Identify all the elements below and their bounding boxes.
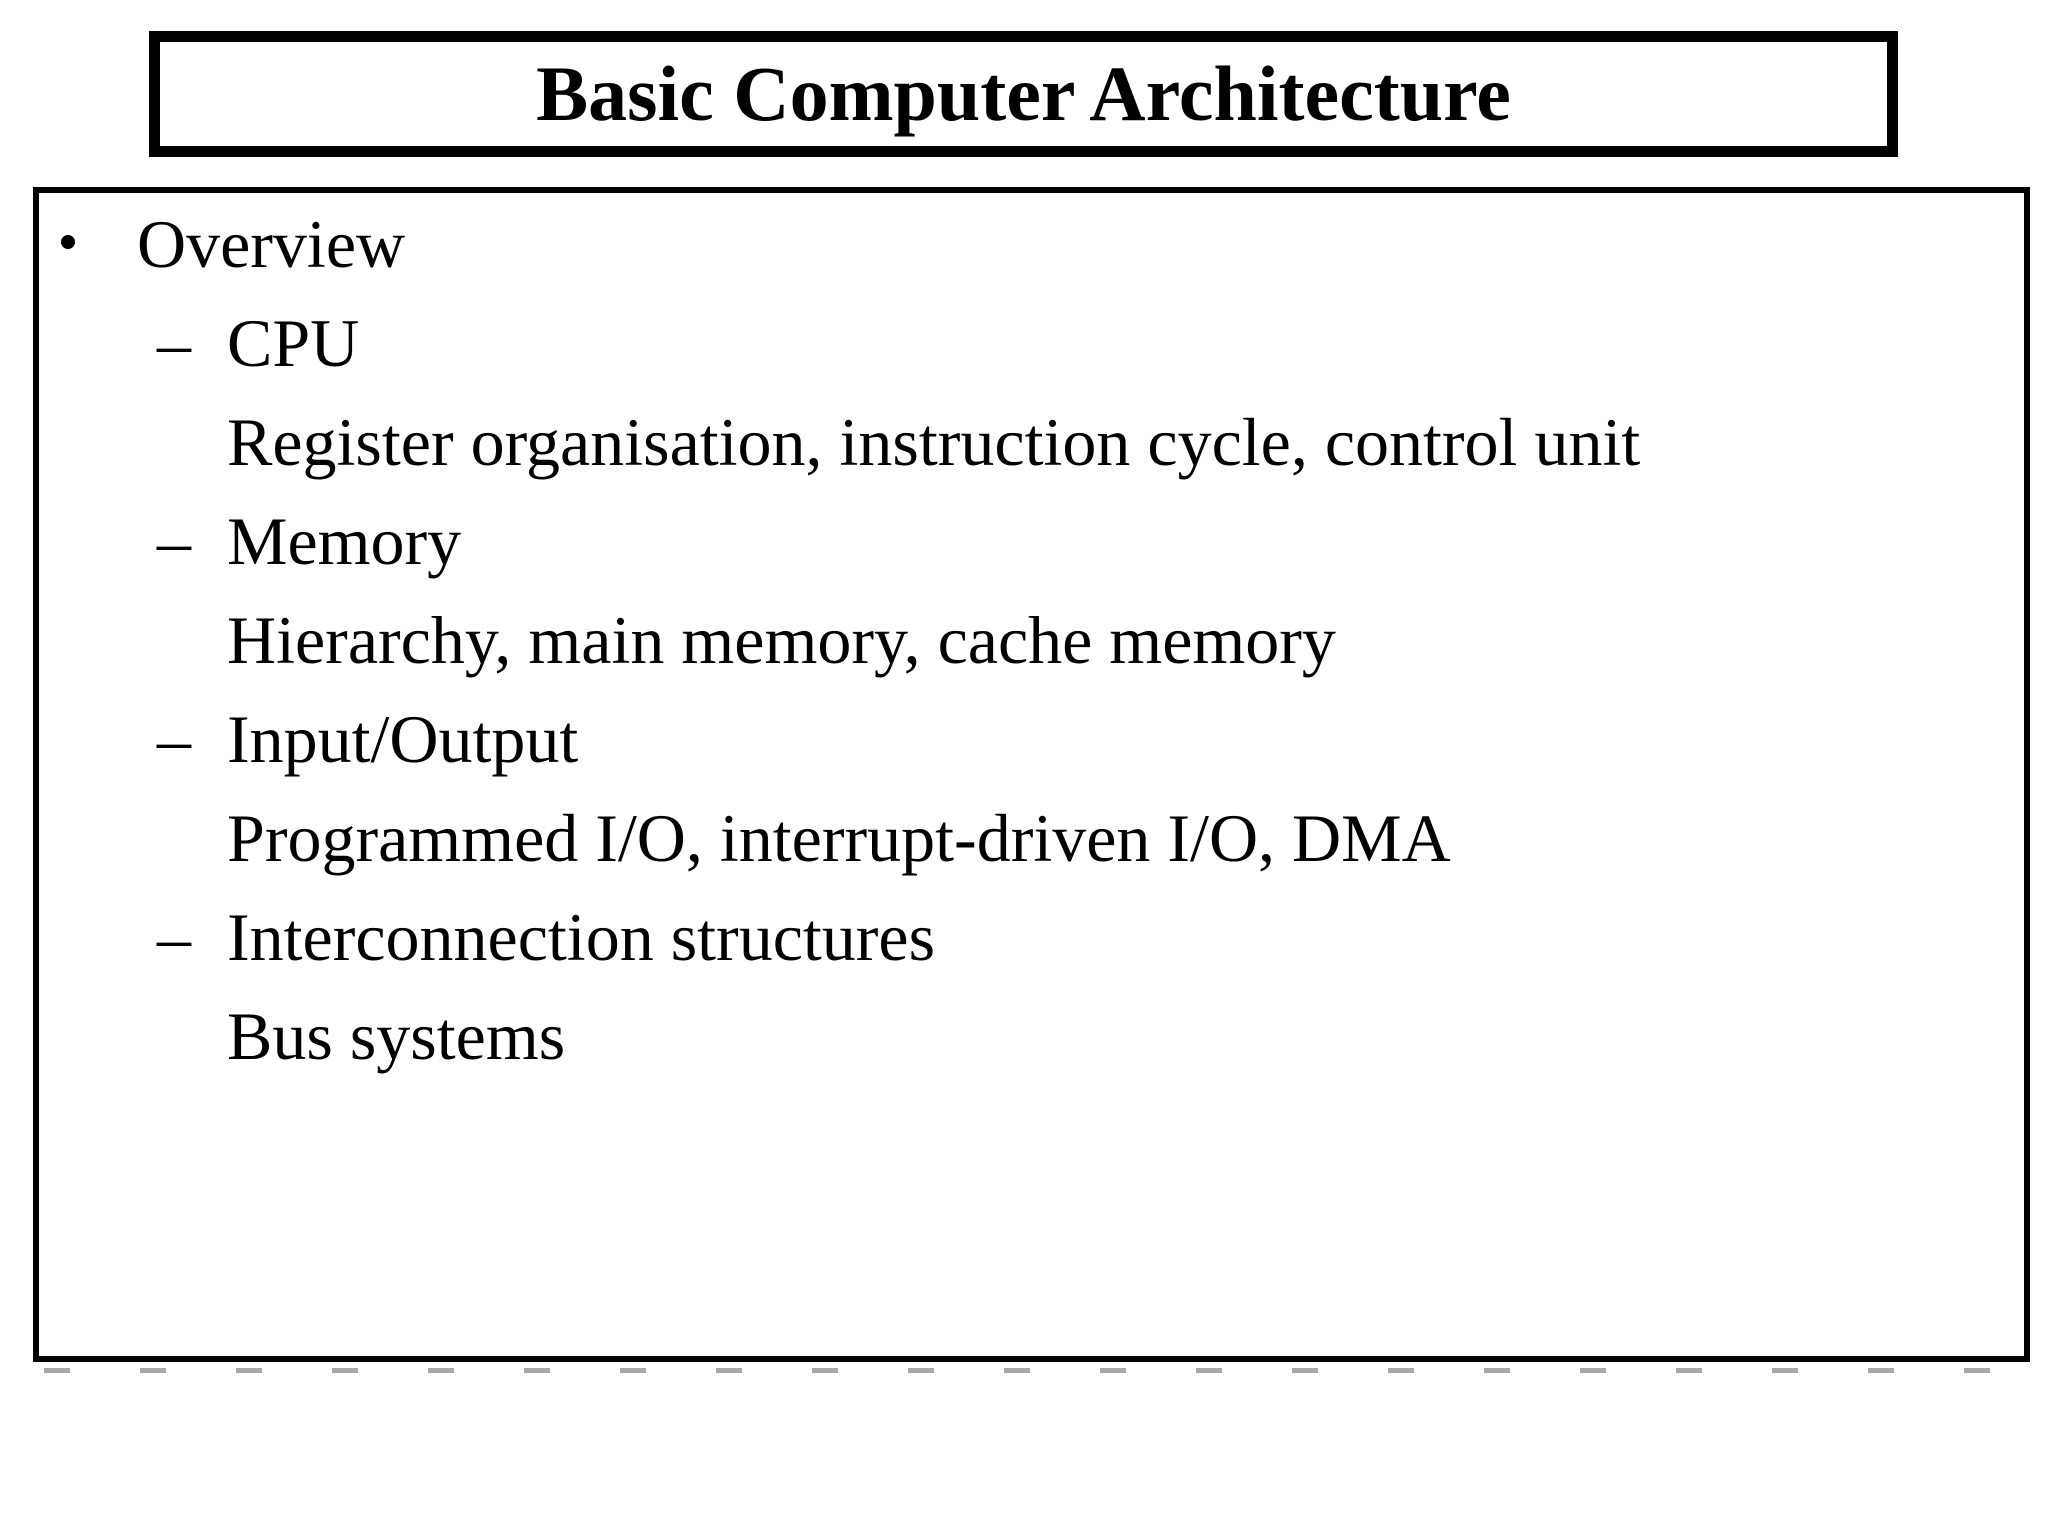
- outline-item-text: Register organisation, instruction cycle…: [227, 404, 1641, 480]
- slide-title: Basic Computer Architecture: [536, 50, 1511, 137]
- outline-item: Programmed I/O, interrupt-driven I/O, DM…: [39, 789, 2024, 888]
- outline-item: Overview: [39, 195, 2024, 294]
- outline-item-text: Bus systems: [227, 998, 566, 1074]
- outline-item-text: Interconnection structures: [227, 899, 936, 975]
- dash-icon: –: [157, 503, 191, 579]
- dash-icon: –: [157, 701, 191, 777]
- outline-item-text: Overview: [137, 206, 406, 282]
- dash-icon: –: [157, 899, 191, 975]
- outline-item-text: Memory: [227, 503, 462, 579]
- dash-icon: –: [157, 305, 191, 381]
- bullet-icon: [61, 235, 75, 249]
- content-box-shadow: [44, 1368, 2035, 1373]
- outline-item: – CPU: [39, 294, 2024, 393]
- outline-item: Register organisation, instruction cycle…: [39, 393, 2024, 492]
- title-box: Basic Computer Architecture: [149, 31, 1898, 157]
- outline-item: – Input/Output: [39, 690, 2024, 789]
- outline-item-text: Input/Output: [227, 701, 579, 777]
- outline-item-text: Hierarchy, main memory, cache memory: [227, 602, 1336, 678]
- outline-item-text: Programmed I/O, interrupt-driven I/O, DM…: [227, 800, 1451, 876]
- outline-item-text: CPU: [227, 305, 360, 381]
- outline-list: Overview – CPU Register organisation, in…: [39, 193, 2024, 1086]
- outline-item: Bus systems: [39, 987, 2024, 1086]
- outline-item: – Memory: [39, 492, 2024, 591]
- outline-item: Hierarchy, main memory, cache memory: [39, 591, 2024, 690]
- outline-item: – Interconnection structures: [39, 888, 2024, 987]
- content-box: Overview – CPU Register organisation, in…: [33, 187, 2030, 1362]
